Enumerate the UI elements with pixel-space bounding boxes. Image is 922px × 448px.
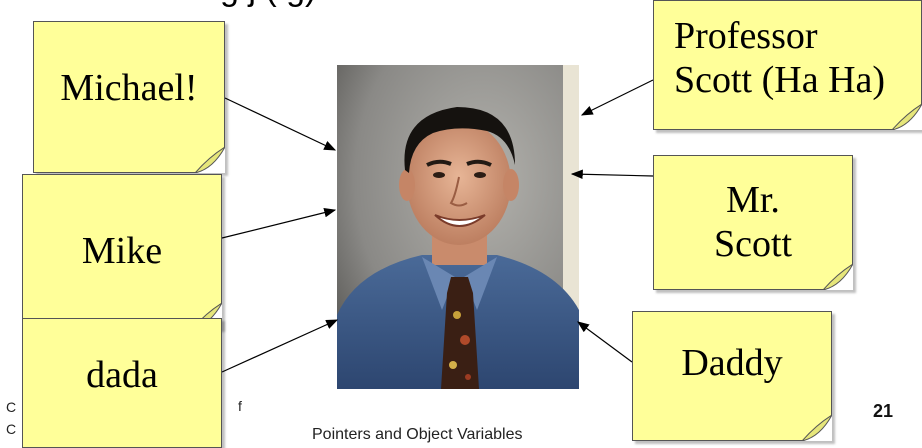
footer-title: Pointers and Object Variables — [312, 426, 523, 443]
note-label-mr-scott: Mr. Scott — [714, 179, 792, 266]
footer-left-line1: C — [6, 399, 17, 415]
sticky-note-professor-scott: Professor Scott (Ha Ha) — [653, 0, 922, 130]
page-number: 21 — [873, 401, 894, 421]
page-curl-icon — [823, 264, 853, 290]
note-label-dada: dada — [86, 354, 158, 396]
page-curl-icon — [195, 147, 225, 173]
note-label-professor: Professor Scott (Ha Ha) — [674, 15, 885, 102]
note-professor-line2: Scott (Ha Ha) — [674, 58, 886, 101]
footer-fragment: f — [238, 398, 242, 414]
sticky-note-daddy: Daddy — [632, 311, 832, 441]
note-mr-line1: Mr. — [726, 178, 780, 221]
footer-left-line2: C — [6, 421, 17, 437]
arrow-dada — [221, 319, 339, 373]
arrow-michael — [224, 97, 337, 151]
arrow-daddy — [577, 321, 633, 363]
note-professor-line1: Professor — [674, 15, 818, 57]
slide-title-fragment: g j ( g) — [220, 0, 316, 9]
note-mr-line2: Scott — [713, 222, 793, 265]
sticky-note-mr-scott: Mr. Scott — [653, 155, 853, 290]
portrait-photo — [337, 65, 579, 389]
note-label-daddy: Daddy — [681, 342, 783, 384]
arrow-mike — [221, 207, 337, 239]
sticky-note-michael: Michael! — [33, 21, 225, 173]
page-curl-icon — [802, 415, 832, 441]
note-label-michael: Michael! — [60, 67, 198, 109]
note-label-mike: Mike — [81, 229, 163, 272]
page-curl-icon — [892, 104, 922, 130]
arrow-professor — [580, 79, 654, 116]
arrow-mrscott — [570, 169, 654, 180]
sticky-note-mike: Mike — [22, 174, 222, 329]
sticky-note-dada: dada — [22, 318, 222, 448]
